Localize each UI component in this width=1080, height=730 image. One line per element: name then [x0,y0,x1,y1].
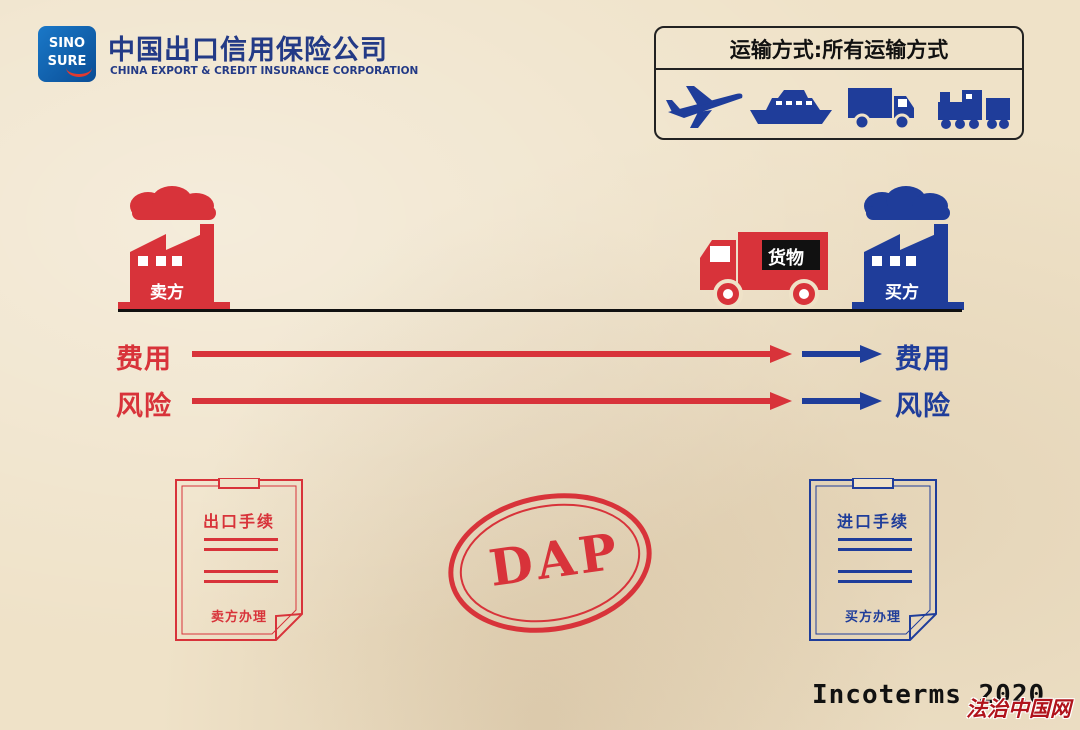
buyer-risk-label: 风险 [895,391,951,422]
watermark: 法治中国网 [966,696,1071,721]
buyer-cost-arrow [802,345,882,363]
logo-swoosh [66,58,92,77]
company-name-en: CHINA EXPORT & CREDIT INSURANCE CORPORAT… [110,65,419,77]
transport-modes-box: 运输方式:所有运输方式 [654,26,1024,140]
export-doc-title: 出口手续 [202,512,275,531]
airplane-icon [666,86,743,128]
import-doc-handler: 买方办理 [844,610,901,625]
delivery-line [118,309,962,312]
company-logo: SINO SURE [38,26,96,82]
seller-risk-arrow [192,392,792,410]
incoterms-label: Incoterms 2020 [812,680,1046,710]
transport-divider [656,68,1022,70]
cargo-truck-icon [700,232,828,309]
import-procedures-doc: 进口手续 买方办理 [808,478,938,642]
export-procedures-doc: 出口手续 卖方办理 [174,478,304,642]
truck-icon [848,88,914,131]
buyer-factory-icon [852,186,964,310]
company-name-cn: 中国出口信用保险公司 [108,35,388,66]
buyer-cost-label: 费用 [895,344,951,375]
import-doc-title: 进口手续 [836,512,909,531]
buyer-risk-arrow [802,392,882,410]
buyer-label: 买方 [885,283,919,303]
seller-factory-icon [118,186,230,310]
seller-risk-label: 风险 [116,391,172,422]
document-blue-icon [809,478,937,641]
seller-cost-label: 费用 [116,344,172,375]
seller-label: 卖方 [150,283,184,303]
export-doc-handler: 卖方办理 [210,610,267,625]
transport-title: 运输方式:所有运输方式 [729,38,949,62]
dap-stamp-ring [448,493,652,633]
document-red-icon [175,478,303,641]
train-icon [938,90,1010,129]
ship-icon [750,90,832,124]
seller-cost-arrow [192,345,792,363]
logo-text-line1: SINO [48,36,86,51]
cargo-label: 货物 [768,248,804,269]
cost-risk-arrows [192,345,882,410]
